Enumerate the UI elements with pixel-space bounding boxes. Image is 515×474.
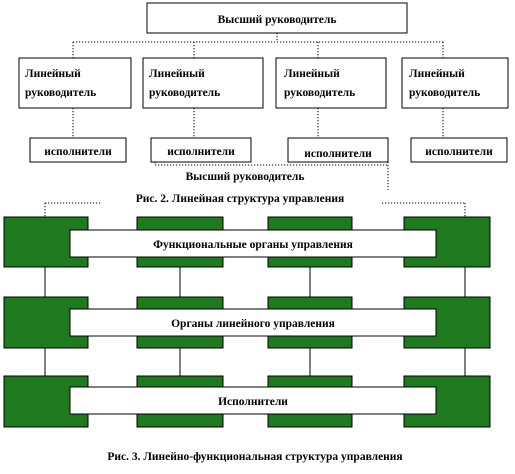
fig2-manager-label: Линейный	[25, 68, 81, 80]
fig3-linear-functional-structure: Высший руководитель Рис. 2. Линейная стр…	[3, 162, 491, 463]
fig2-executor-box	[410, 137, 508, 163]
fig2-executor-label: исполнители	[304, 148, 372, 160]
fig3-bar-label: Исполнители	[218, 396, 288, 408]
fig3-top-label: Высший руководитель	[186, 171, 305, 183]
fig2-manager-label: Линейный	[409, 68, 465, 80]
fig2-executor-label: исполнители	[425, 146, 493, 158]
fig2-manager-label: руководитель	[409, 87, 480, 99]
fig2-manager-label: Линейный	[149, 68, 205, 80]
fig2-top-box	[146, 2, 408, 34]
fig2-manager-box	[401, 57, 509, 109]
fig3-row-linear: Органы линейного управления	[3, 296, 491, 349]
fig2-top-label: Высший руководитель	[218, 14, 337, 26]
fig2-executor-box	[150, 137, 252, 163]
fig2-executor-label: исполнители	[167, 146, 235, 158]
fig3-row-functional: Функциональные органы управления	[3, 216, 491, 268]
fig2-manager-box	[142, 57, 264, 109]
fig2-manager-label: руководитель	[149, 87, 220, 99]
fig3-bar-label: Органы линейного управления	[171, 318, 335, 330]
fig2-caption: Рис. 2. Линейная структура управления	[136, 193, 344, 205]
fig2-linear-structure: Высший руководитель Линейный руководител…	[18, 2, 509, 163]
fig3-bar	[69, 308, 437, 337]
fig3-bar-label: Функциональные органы управления	[153, 239, 353, 251]
fig3-bar	[69, 386, 437, 415]
fig2-executor-box	[287, 137, 389, 163]
fig2-manager-label: руководитель	[284, 87, 355, 99]
fig2-manager-box	[275, 57, 387, 109]
fig3-bar	[69, 229, 437, 258]
fig2-executor-box	[29, 137, 127, 163]
fig2-manager-label: руководитель	[25, 87, 96, 99]
fig2-executor-label: исполнители	[44, 146, 112, 158]
fig3-row-executors: Исполнители	[3, 375, 491, 428]
fig3-caption: Рис. 3. Линейно-функциональная структура…	[107, 451, 402, 463]
fig3-vertical-connectors	[44, 267, 466, 376]
fig2-manager-label: Линейный	[284, 68, 340, 80]
fig2-manager-box	[18, 57, 132, 109]
